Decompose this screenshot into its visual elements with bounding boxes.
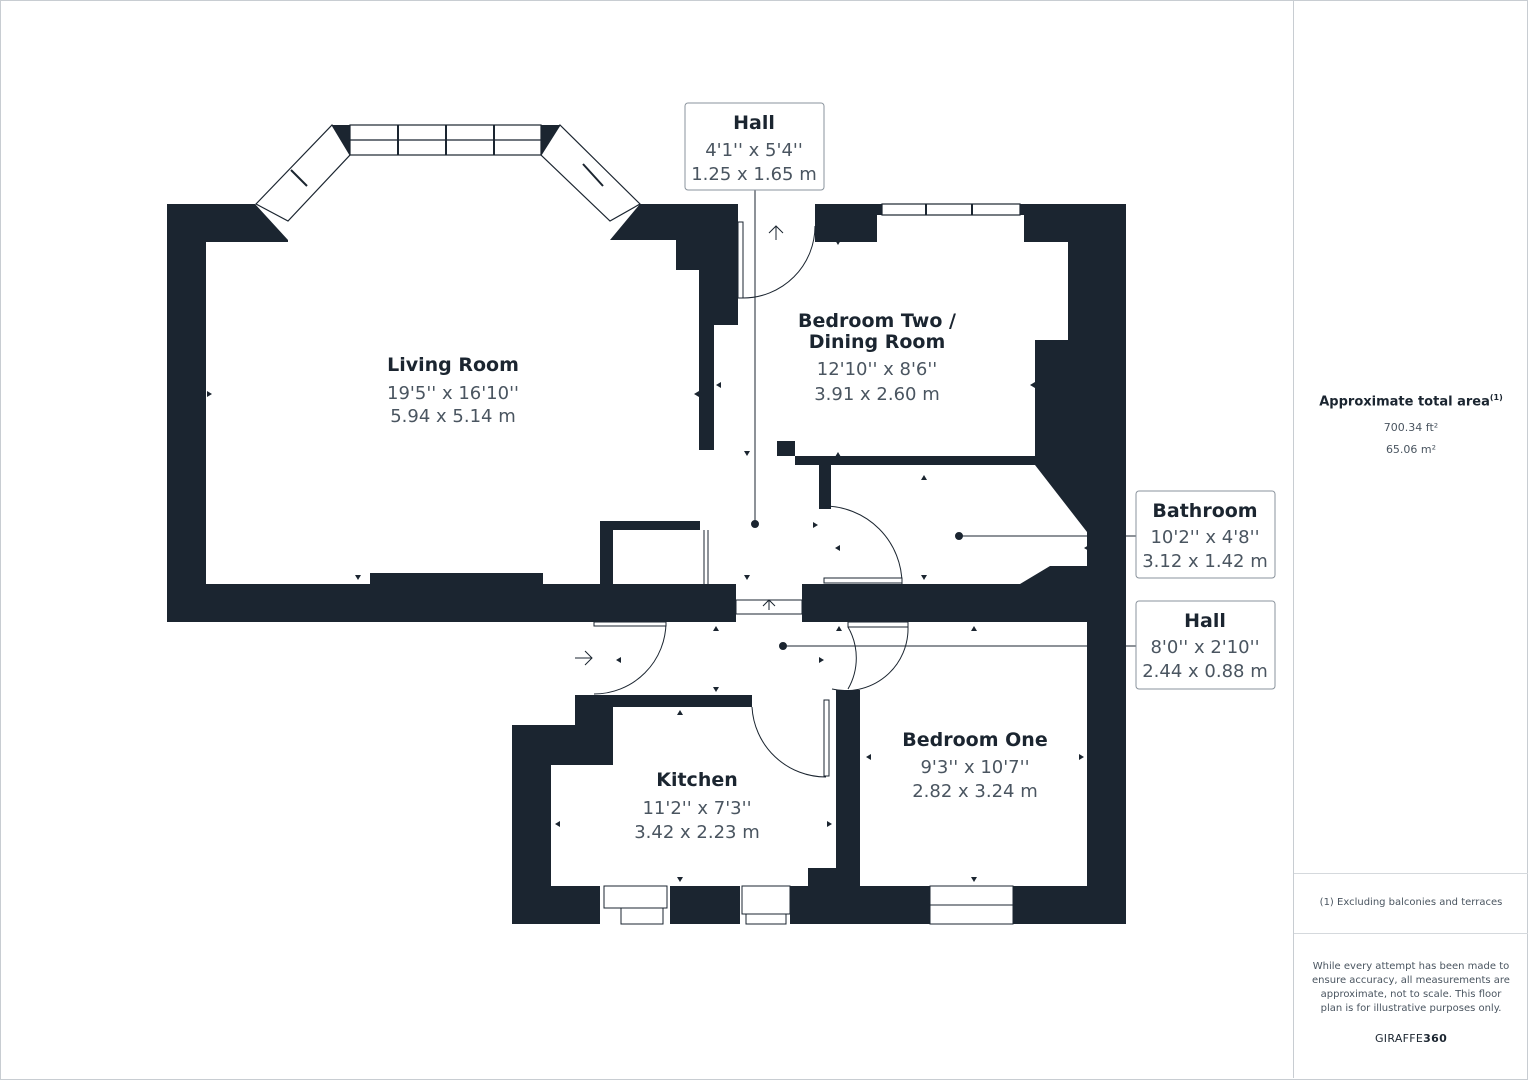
walls [167, 125, 1126, 924]
brand-text: GIRAFFE [1374, 1032, 1424, 1045]
living-room-metric: 5.94 x 5.14 m [390, 406, 516, 427]
living-room-name: Living Room [387, 354, 519, 376]
hall-lower-metric: 2.44 x 0.88 m [1142, 661, 1268, 682]
divider [1294, 933, 1528, 934]
disclaimer: While every attempt has been made to ens… [1312, 961, 1510, 1014]
room-label-bedroom-one: Bedroom One 9'3'' x 10'7'' 2.82 x 3.24 m [902, 729, 1047, 802]
dimension-ticks [207, 240, 1089, 882]
brand-text-bold: 360 [1423, 1032, 1448, 1045]
kitchen-name: Kitchen [656, 769, 738, 791]
bedroom-one-walls [512, 622, 1126, 924]
area-m: 65.06 m² [1385, 443, 1437, 456]
bathroom-left-wall [819, 465, 831, 509]
kitchen-metric: 3.42 x 2.23 m [634, 822, 760, 843]
bedroom-two-name-line2: Dining Room [809, 331, 946, 353]
floor-plan: Living Room 19'5'' x 16'10'' 5.94 x 5.14… [167, 102, 1276, 925]
bedroom-one-imperial: 9'3'' x 10'7'' [920, 757, 1029, 778]
callout-hall-lower: Hall 8'0'' x 2'10'' 2.44 x 0.88 m [1135, 600, 1276, 690]
entry-arrows [575, 225, 784, 666]
bedroom-two-walls [815, 204, 882, 242]
bathroom-imperial: 10'2'' x 4'8'' [1150, 527, 1259, 548]
bedroom-one-name: Bedroom One [902, 729, 1047, 751]
bedroom-two-imperial: 12'10'' x 8'6'' [817, 359, 938, 380]
kitchen-imperial: 11'2'' x 7'3'' [642, 798, 751, 819]
room-label-living-room: Living Room 19'5'' x 16'10'' 5.94 x 5.14… [387, 354, 519, 427]
room-label-bedroom-two: Bedroom Two / Dining Room 12'10'' x 8'6'… [798, 310, 956, 405]
info-sidebar: Approximate total area(1) 700.34 ft² 65.… [1293, 0, 1528, 1078]
bedroom-two-name: Bedroom Two / [798, 310, 956, 332]
area-note-marker: (1) [1489, 393, 1503, 402]
hall-lower-name: Hall [1184, 610, 1226, 632]
callout-bathroom: Bathroom 10'2'' x 4'8'' 3.12 x 1.42 m [1135, 490, 1276, 579]
divider [1294, 873, 1528, 874]
area-title-text: Approximate total area [1319, 394, 1490, 410]
area-ft: 700.34 ft² [1383, 421, 1439, 434]
bay-windows [255, 124, 641, 222]
bedroom-one-metric: 2.82 x 3.24 m [912, 781, 1038, 802]
bedroom-two-metric: 3.91 x 2.60 m [814, 384, 940, 405]
bedroom-two-right-wall [777, 204, 1126, 622]
bay-window-frame-top-right [541, 125, 560, 155]
living-room-imperial: 19'5'' x 16'10'' [387, 383, 519, 404]
area-title: Approximate total area(1) [1294, 393, 1528, 409]
living-room-right-wall [610, 204, 738, 450]
callout-leaders [751, 190, 1136, 650]
bathroom-name: Bathroom [1152, 500, 1257, 522]
hall-lower-imperial: 8'0'' x 2'10'' [1150, 637, 1259, 658]
door-swings [593, 221, 909, 778]
footnote: (1) Excluding balconies and terraces [1319, 897, 1503, 908]
callout-hall-top: Hall 4'1'' x 5'4'' 1.25 x 1.65 m [684, 102, 825, 191]
hall-top-name: Hall [733, 112, 775, 134]
hall-top-metric: 1.25 x 1.65 m [691, 164, 817, 185]
brand-logo: GIRAFFE360 [1294, 1032, 1528, 1045]
hall-top-imperial: 4'1'' x 5'4'' [705, 140, 803, 161]
room-label-kitchen: Kitchen 11'2'' x 7'3'' 3.42 x 2.23 m [634, 769, 760, 843]
bathroom-metric: 3.12 x 1.42 m [1142, 551, 1268, 572]
